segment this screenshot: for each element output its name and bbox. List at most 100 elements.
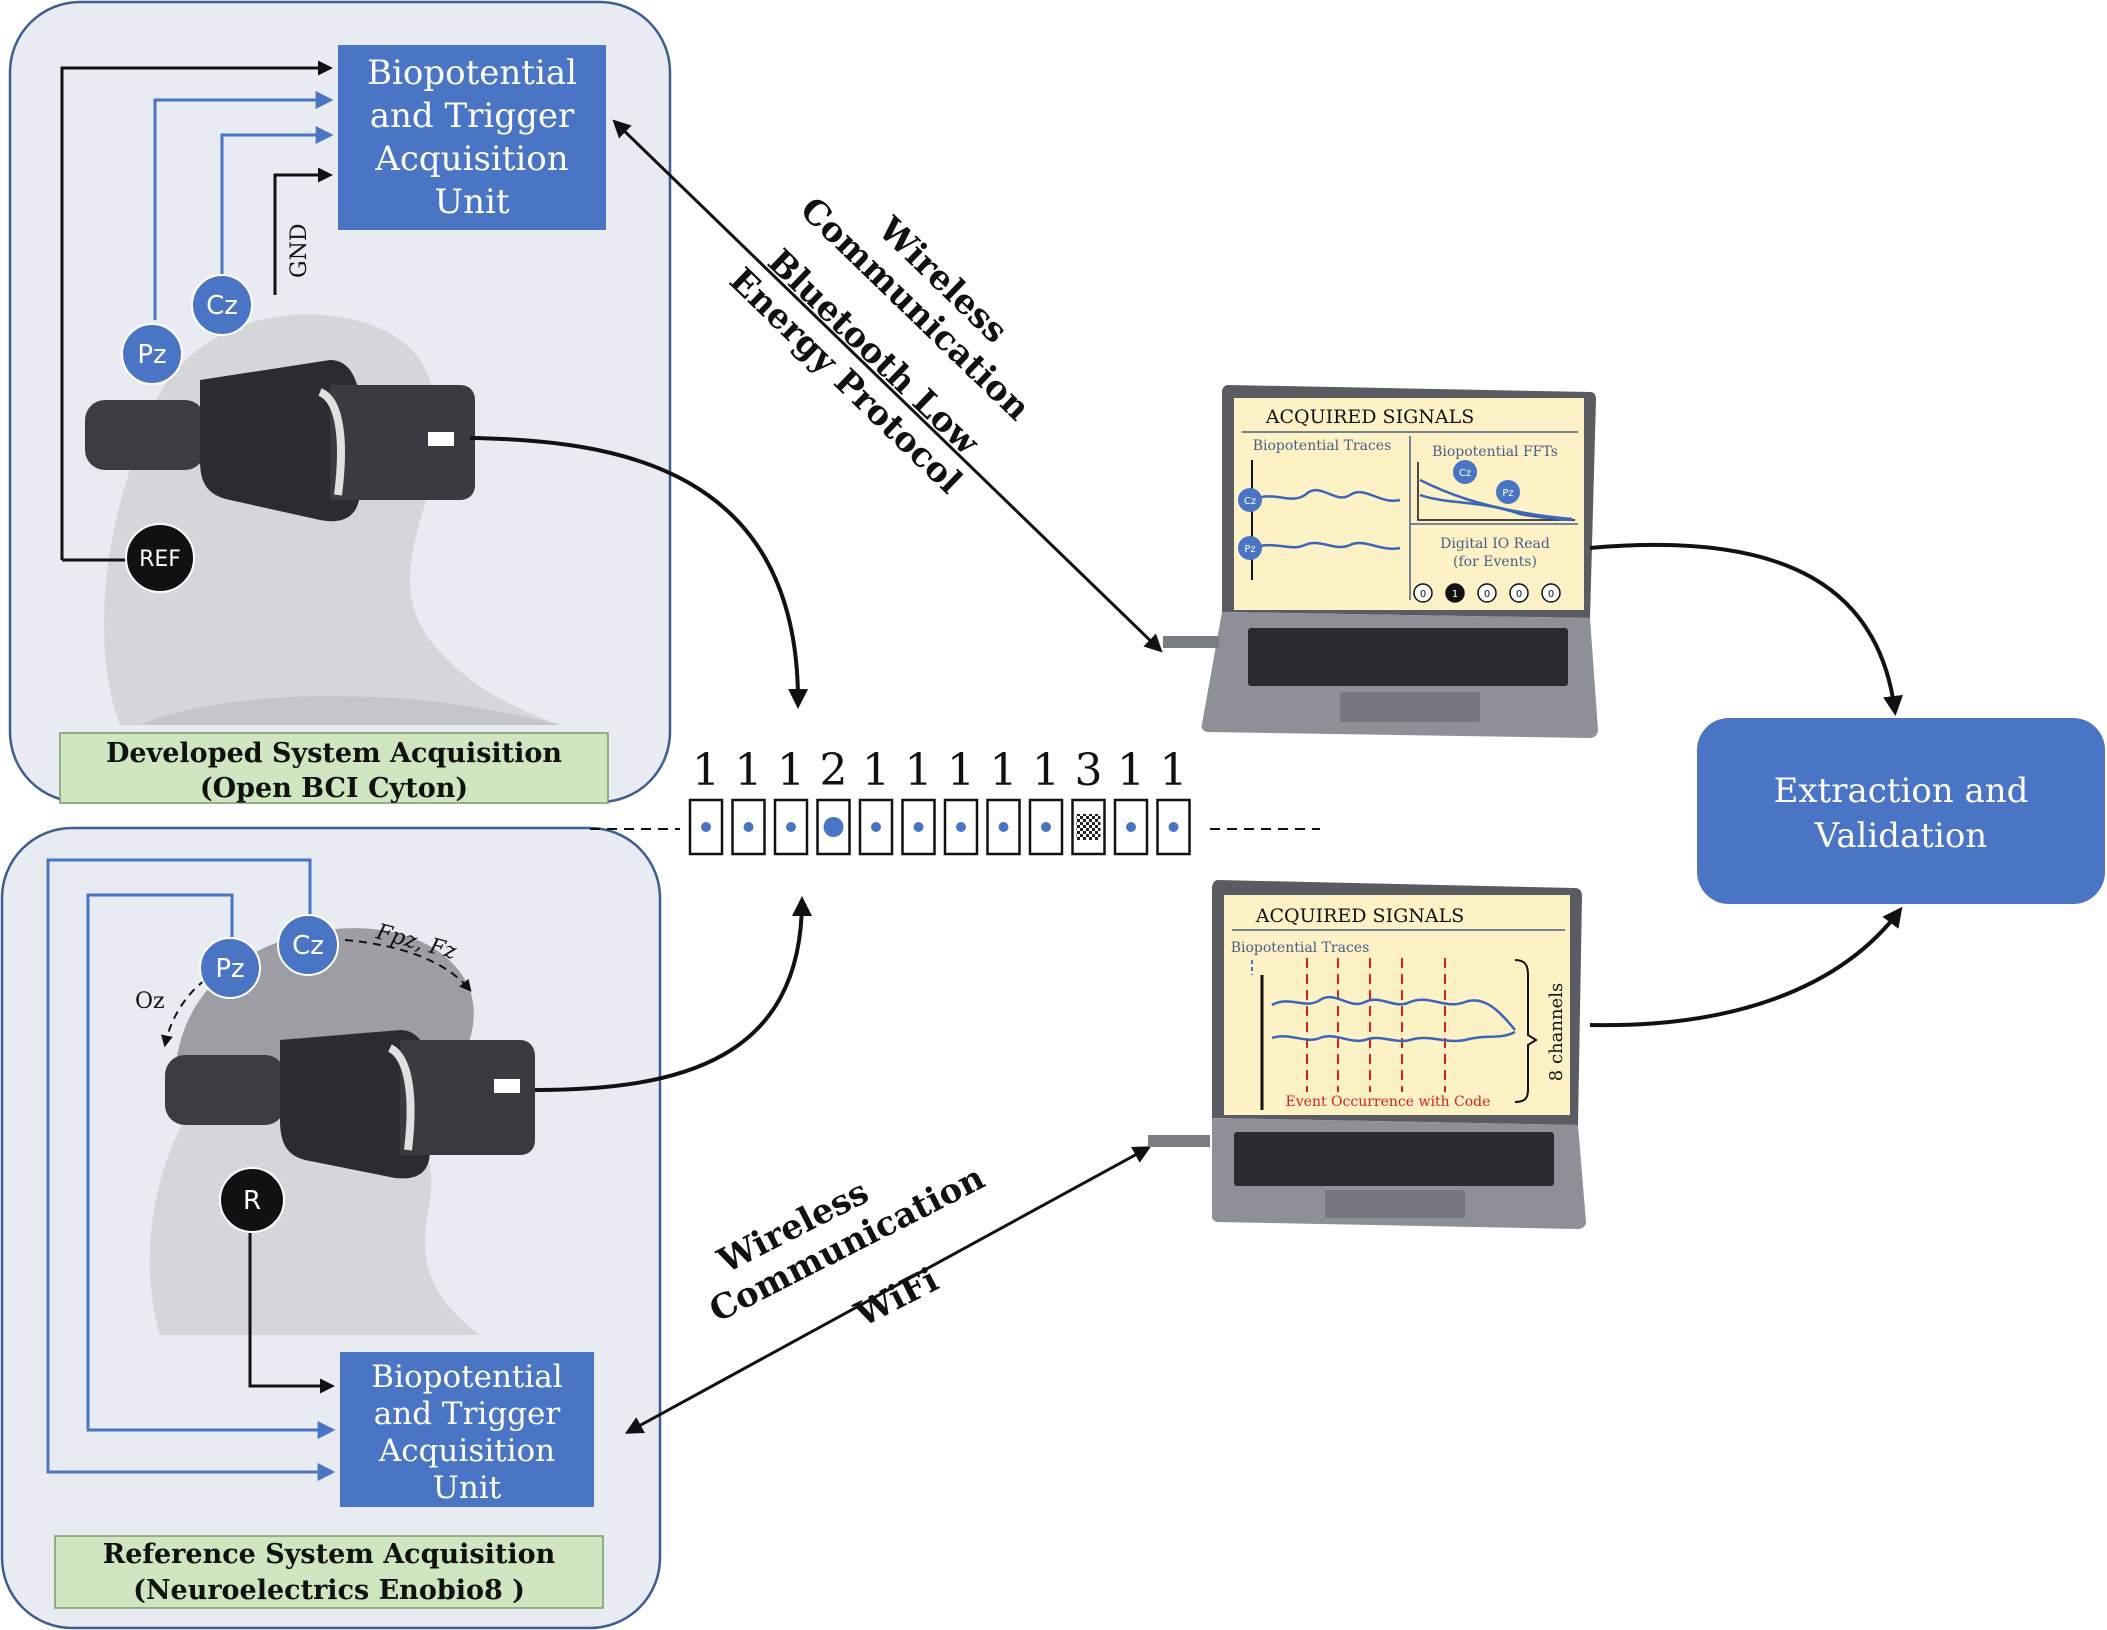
wifi-line-3: WiFi [848, 1260, 945, 1336]
laptop-top-fft-pz-text: Pz [1502, 488, 1513, 499]
laptop-top: ACQUIRED SIGNALS Biopotential Traces Bio… [1163, 385, 1598, 738]
top-headset-body [200, 360, 360, 522]
sequence-cell-dot [823, 817, 844, 837]
top-caption-line-2: (Open BCI Cyton) [200, 773, 468, 804]
laptop-top-pz-text: Pz [1244, 544, 1255, 555]
top-headset-sensor [428, 432, 454, 446]
sequence-code: 1 [777, 745, 805, 796]
pz-electrode-bottom-label: Pz [215, 954, 244, 984]
laptop-top-cz-text: Cz [1244, 496, 1256, 507]
io-indicator-value: 0 [1516, 589, 1522, 600]
laptop-bottom-trace-2 [1271, 1030, 1516, 1043]
cz-ref-wire [46, 858, 336, 1481]
bottom-headset-body [280, 1030, 430, 1179]
top-headset-visor [330, 385, 475, 500]
reference-system-panel: Fpz, Fz Oz Cz Pz R Biopotential and Trig… [0, 826, 662, 1630]
laptop-top-trace-cz [1251, 488, 1401, 503]
top-caption: Developed System Acquisition (Open BCI C… [59, 732, 609, 804]
top-acq-line-2: and Trigger [370, 96, 575, 136]
bottom-acq-line-4: Unit [433, 1470, 502, 1506]
sequence-code: 1 [905, 745, 933, 796]
bottom-caption-line-1: Reference System Acquisition [103, 1539, 556, 1570]
pz-electrode: Pz [121, 323, 183, 385]
io-indicator [1445, 583, 1465, 603]
io-indicator-value: 0 [1548, 589, 1554, 600]
laptop-top-to-extraction-arrow [1589, 542, 1903, 716]
pz-ref-wire [86, 893, 336, 1439]
io-indicator [1413, 583, 1433, 603]
laptop-top-fft-cz-marker [1453, 460, 1477, 484]
sequence-code: 1 [1032, 745, 1060, 796]
sequence-code: 3 [1075, 745, 1103, 796]
ref-wire [60, 60, 333, 560]
sequence-code: 1 [735, 745, 763, 796]
sequence-code: 1 [862, 745, 890, 796]
laptop-top-dongle [1163, 636, 1219, 648]
laptop-top-keyboard [1248, 628, 1568, 686]
laptop-top-cz-marker [1238, 488, 1262, 512]
io-indicator-value: 0 [1484, 589, 1490, 600]
sequence-code: 1 [1160, 745, 1188, 796]
r-electrode-label: R [243, 1186, 261, 1216]
laptop-bottom-channels-label: 8 channels [1546, 983, 1567, 1081]
bluetooth-link-arrow [612, 119, 1163, 653]
cz-electrode-label: Cz [206, 291, 238, 321]
extraction-validation-box: Extraction and Validation [1697, 718, 2105, 904]
io-indicator-value: 1 [1452, 589, 1458, 600]
bottom-headset-strap [165, 1055, 285, 1125]
bottom-caption-line-2: (Neuroelectrics Enobio8 ) [133, 1575, 525, 1606]
bottom-acq-line-1: Biopotential [371, 1359, 562, 1395]
bottom-headset-sensor [494, 1079, 520, 1093]
top-acquisition-unit: Biopotential and Trigger Acquisition Uni… [338, 45, 606, 230]
bluetooth-link-label: Wireless Communication Bluetooth Low Ene… [721, 190, 1037, 502]
cz-electrode-bottom: Cz [277, 914, 339, 976]
sequence-cell-dot [913, 822, 924, 832]
sequence-code: 1 [692, 745, 720, 796]
laptop-top-trace-pz [1251, 541, 1401, 550]
extraction-line-2: Validation [1814, 816, 1987, 856]
laptop-bottom-touchpad [1325, 1190, 1465, 1218]
cz-electrode-bottom-label: Cz [292, 931, 324, 961]
top-acq-line-1: Biopotential [367, 53, 577, 93]
laptop-bottom-keyboard [1234, 1132, 1554, 1186]
laptop-top-screen [1234, 398, 1584, 610]
laptop-bottom: ACQUIRED SIGNALS Biopotential Traces 8 c… [1148, 880, 1586, 1229]
laptop-bottom-trace-1 [1271, 995, 1516, 1031]
ref-electrode: REF [125, 523, 195, 593]
sequence-cell-dot [786, 822, 796, 832]
top-acq-line-4: Unit [434, 182, 509, 222]
extraction-line-1: Extraction and [1774, 771, 2029, 811]
laptop-top-traces-label: Biopotential Traces [1253, 438, 1392, 454]
laptop-top-fft-pz-marker [1496, 480, 1520, 504]
sequence-code: 1 [990, 745, 1018, 796]
gnd-label: GND [287, 224, 312, 278]
sequence-cell-dot [743, 822, 754, 832]
laptop-top-ffts-label: Biopotential FFTs [1432, 444, 1558, 460]
io-indicator [1509, 583, 1529, 603]
cz-wire [220, 126, 334, 275]
bottom-headset-visor [400, 1040, 535, 1155]
sequence-cell-dot [701, 822, 711, 832]
laptop-top-fft-cz-text: Cz [1459, 468, 1471, 479]
r-electrode: R [219, 1167, 285, 1233]
laptop-top-io-label-1: Digital IO Read [1440, 536, 1550, 552]
sequence-code: 1 [947, 745, 975, 796]
developed-system-panel: GND Cz Pz REF Biopotential and Trigger A… [8, 0, 672, 804]
laptop-bottom-event-lines [1306, 958, 1446, 1092]
laptop-bottom-title: ACQUIRED SIGNALS [1255, 905, 1464, 927]
sequence-code: 2 [820, 745, 848, 796]
laptop-bottom-traces-label: Biopotential Traces [1231, 940, 1370, 956]
top-headset-strap [85, 400, 205, 470]
pz-wire [153, 91, 334, 320]
bottom-headset-to-sequence-arrow [534, 896, 812, 1092]
io-indicator [1541, 583, 1561, 603]
fpz-fz-arc [344, 939, 472, 992]
bottom-acquisition-unit: Biopotential and Trigger Acquisition Uni… [340, 1352, 594, 1507]
laptop-top-title: ACQUIRED SIGNALS [1265, 406, 1474, 428]
r-wire [248, 1232, 335, 1394]
sequence-cell-dot [998, 822, 1009, 832]
laptop-top-fft-2 [1419, 493, 1573, 522]
